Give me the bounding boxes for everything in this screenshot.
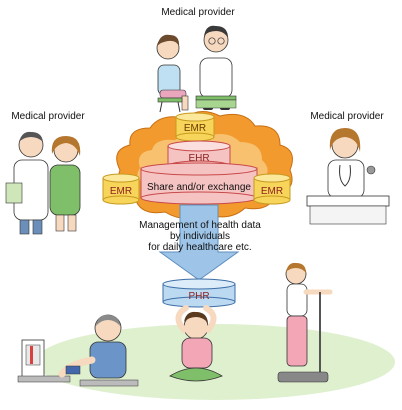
emr-top-label: EMR <box>184 123 206 134</box>
blood-pressure-illustration <box>17 314 139 387</box>
phr-label: PHR <box>188 291 209 302</box>
ehr-label: EHR <box>188 153 209 164</box>
management-line-3: for daily healthcare etc. <box>148 242 251 253</box>
share-exchange-label: Share and/or exchange <box>147 182 251 193</box>
emr-right-database: EMR <box>253 173 291 205</box>
down-arrow <box>158 204 240 281</box>
stretching-woman-illustration <box>169 305 223 382</box>
medical-staff-pair-illustration <box>5 131 81 235</box>
emr-left-label: EMR <box>110 186 132 197</box>
emr-left-database: EMR <box>102 173 140 205</box>
management-line-2: by individuals <box>170 231 230 242</box>
provider-top-label: Medical provider <box>161 7 235 18</box>
emr-top-database: EMR <box>175 112 215 142</box>
share-exchange-box: Share and/or exchange <box>140 162 258 205</box>
phr-database: PHR <box>162 278 236 308</box>
scale-woman-illustration <box>277 262 333 383</box>
management-line-1: Management of health data <box>139 220 261 231</box>
doctor-at-desk-illustration <box>306 128 390 225</box>
provider-left-label: Medical provider <box>11 111 85 122</box>
patient-doctor-illustration <box>156 25 237 113</box>
emr-right-label: EMR <box>261 186 283 197</box>
provider-right-label: Medical provider <box>310 111 384 122</box>
